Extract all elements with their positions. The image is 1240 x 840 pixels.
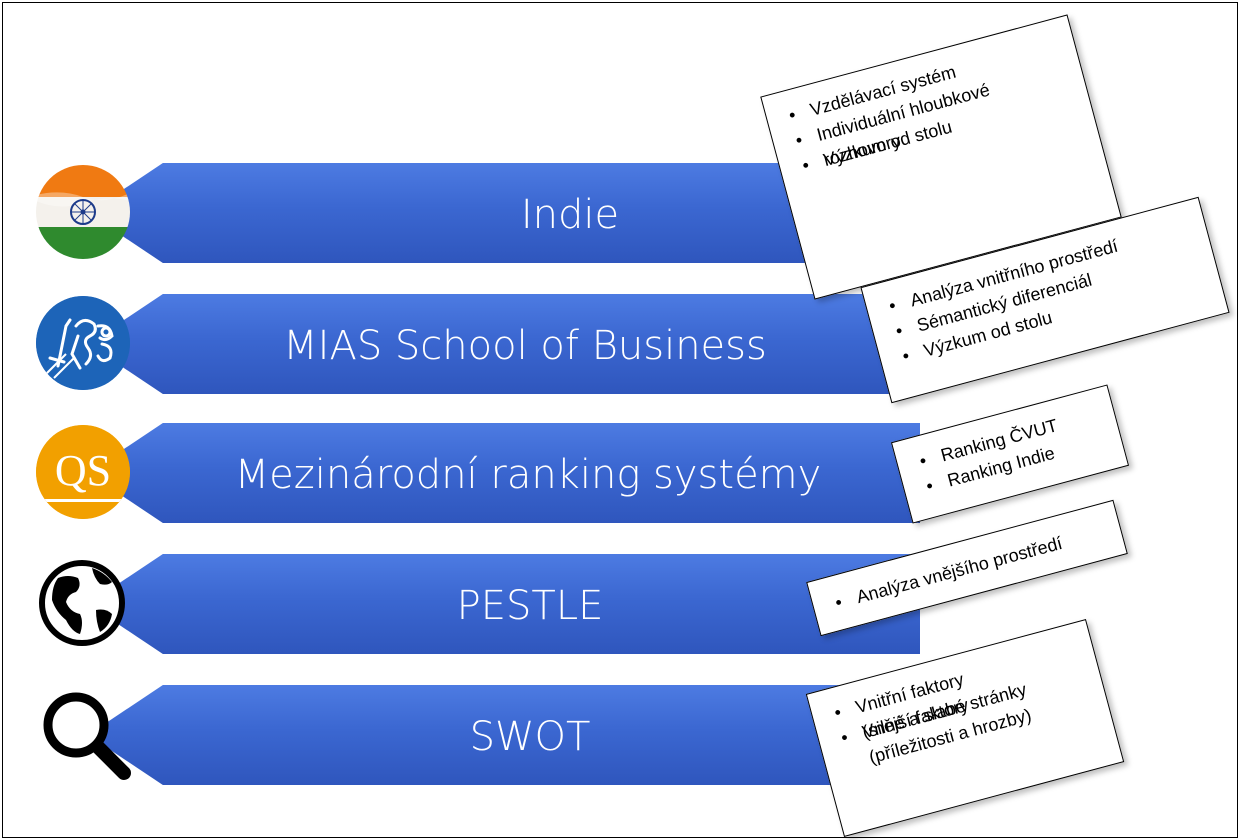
bar-mias bbox=[88, 294, 920, 394]
bar-indie bbox=[88, 163, 920, 263]
qs-logo-text: QS bbox=[55, 446, 111, 495]
bar-pestle bbox=[88, 554, 920, 654]
bar-label-rankings: Mezinárodní ranking systémy bbox=[234, 452, 822, 498]
bar-rankings bbox=[88, 423, 920, 523]
bar-label-indie: Indie bbox=[520, 192, 620, 238]
bar-label-swot: SWOT bbox=[469, 714, 591, 760]
india-flag-icon bbox=[36, 165, 130, 259]
globe-icon bbox=[38, 556, 132, 650]
magnifier-icon bbox=[38, 687, 132, 781]
bar-label-mias: MIAS School of Business bbox=[283, 323, 767, 369]
bar-swot bbox=[88, 685, 920, 785]
bar-label-pestle: PESTLE bbox=[456, 583, 604, 629]
qs-logo-icon: QS bbox=[36, 425, 130, 519]
ctu-lion-logo-icon bbox=[36, 296, 130, 390]
